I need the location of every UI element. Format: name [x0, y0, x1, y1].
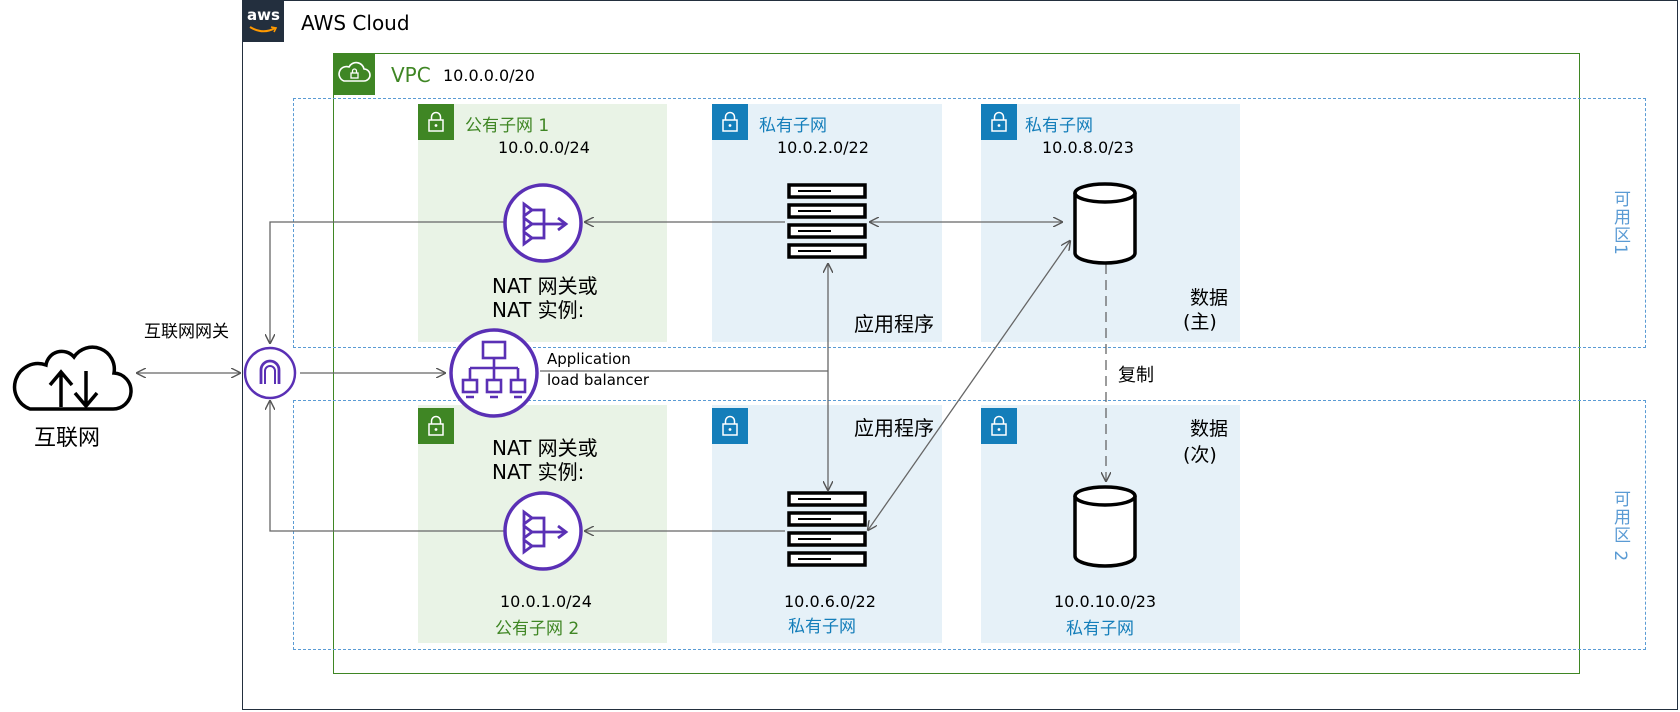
- private-subnet-app-2-name: 私有子网: [788, 617, 856, 637]
- vpc-group: [333, 53, 1580, 674]
- private-subnet-db-2-cidr: 10.0.10.0/23: [1054, 592, 1157, 611]
- nat-gateway-icon: [503, 183, 583, 263]
- aws-cloud-label: AWS Cloud: [301, 11, 410, 35]
- public-subnet-1-name: 公有子网 1: [465, 116, 550, 136]
- vpc-label: VPC: [391, 63, 431, 87]
- az-2-label: 可用区 2: [1610, 490, 1630, 563]
- alb-label-line-1: Application: [547, 350, 631, 368]
- lock-icon: [418, 408, 454, 444]
- db-primary-label-line-1: 数据: [1190, 287, 1229, 309]
- vpc-icon: [333, 53, 375, 95]
- public-subnet-1-cidr: 10.0.0.0/24: [498, 138, 590, 157]
- az-1-label: 可用区1: [1610, 190, 1630, 256]
- lock-icon: [712, 104, 748, 140]
- replication-label: 复制: [1118, 365, 1154, 386]
- app-server-icon: [787, 491, 867, 567]
- aws-cloud-group: [242, 0, 1678, 710]
- aws-smile-icon: [249, 26, 278, 33]
- private-subnet-app-2-cidr: 10.0.6.0/22: [784, 592, 876, 611]
- private-subnet-db-1-cidr: 10.0.8.0/23: [1042, 138, 1134, 157]
- alb-label-line-2: load balancer: [547, 371, 650, 389]
- vpc-cidr: 10.0.0.0/20: [443, 66, 535, 85]
- internet-cloud-icon: [12, 345, 133, 411]
- private-subnet-db-1-name: 私有子网: [1025, 116, 1093, 136]
- internet-gateway-icon: [243, 346, 297, 400]
- internet-label: 互联网: [34, 426, 101, 451]
- aws-logo-icon: aws: [242, 0, 284, 42]
- db-primary-label-line-2: (主): [1183, 311, 1217, 333]
- lock-icon: [418, 104, 454, 140]
- private-subnet-app-1-cidr: 10.0.2.0/22: [777, 138, 869, 157]
- nat-2-line-2: NAT 实例:: [492, 460, 585, 484]
- internet-gateway-label: 互联网网关: [144, 322, 229, 342]
- load-balancer-icon: [449, 328, 539, 418]
- app-server-icon: [787, 183, 867, 259]
- private-subnet-db-2-name: 私有子网: [1066, 619, 1134, 639]
- db-secondary-label-line-2: (次): [1183, 444, 1217, 466]
- nat-1-line-1: NAT 网关或: [492, 274, 598, 298]
- db-secondary-label-line-1: 数据: [1190, 418, 1229, 440]
- public-subnet-2-name: 公有子网 2: [495, 619, 580, 639]
- private-subnet-app-1-name: 私有子网: [759, 116, 827, 136]
- database-icon: [1073, 182, 1137, 265]
- lock-icon: [712, 408, 748, 444]
- public-subnet-2-cidr: 10.0.1.0/24: [500, 592, 592, 611]
- nat-2-line-1: NAT 网关或: [492, 436, 598, 460]
- aws-logo-text: aws: [247, 6, 280, 24]
- nat-gateway-icon: [503, 491, 583, 571]
- database-icon: [1073, 485, 1137, 568]
- app-1-label: 应用程序: [854, 312, 934, 336]
- nat-1-line-2: NAT 实例:: [492, 298, 585, 322]
- lock-icon: [981, 104, 1017, 140]
- app-2-label: 应用程序: [854, 416, 934, 440]
